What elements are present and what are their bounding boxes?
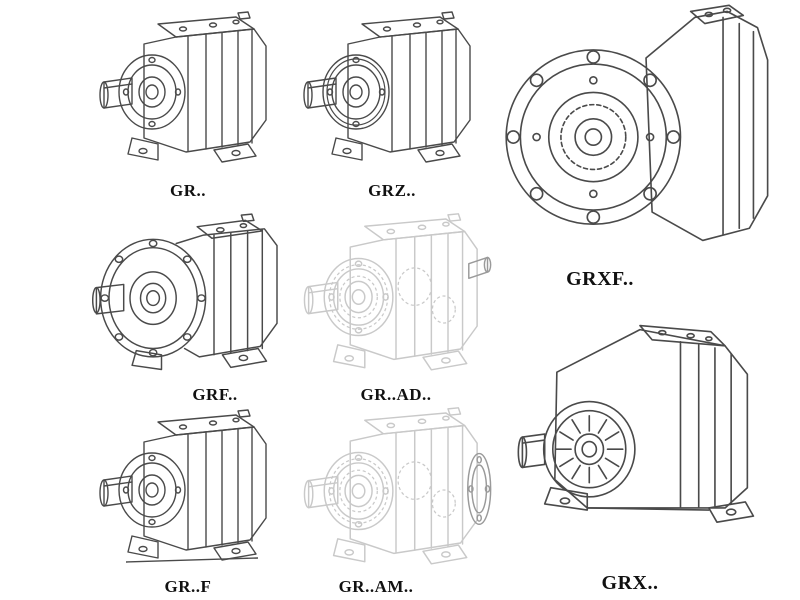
grf-gearbox-svg bbox=[91, 213, 278, 371]
figure-label-grf: GRF.. bbox=[192, 385, 238, 404]
grx-gearbox-svg bbox=[517, 324, 755, 523]
figure-grx: GRX.. bbox=[492, 296, 796, 596]
figure-gr: GR.. bbox=[88, 4, 288, 202]
gr-f-gearbox-svg bbox=[99, 409, 267, 563]
figure-gr-am: GR..AM.. bbox=[292, 406, 500, 598]
grf-gearbox-drawing bbox=[88, 208, 298, 384]
gr-f-gearbox-drawing bbox=[88, 404, 288, 576]
figure-grf: GRF.. bbox=[88, 208, 298, 406]
figure-grxf: GRXF.. bbox=[492, 0, 796, 292]
grxf-gearbox-svg bbox=[505, 4, 769, 242]
figure-label-gr-am: GR..AM.. bbox=[338, 577, 414, 596]
gr-ad-gearbox-drawing bbox=[292, 210, 500, 384]
grz-gearbox-svg bbox=[303, 11, 471, 163]
figure-gr-f: GR..F bbox=[88, 404, 288, 598]
gr-gearbox-drawing bbox=[88, 4, 288, 180]
figure-label-gr-ad: GR..AD.. bbox=[360, 385, 432, 404]
grz-gearbox-drawing bbox=[292, 4, 492, 180]
figure-label-grz: GRZ.. bbox=[368, 181, 416, 200]
gr-gearbox-svg bbox=[99, 11, 267, 163]
grxf-gearbox-drawing bbox=[492, 0, 796, 266]
figure-label-grxf: GRXF.. bbox=[566, 268, 634, 290]
gr-ad-gearbox-svg bbox=[303, 213, 492, 371]
figure-label-gr-f: GR..F bbox=[164, 577, 212, 596]
grx-gearbox-drawing bbox=[492, 296, 796, 570]
figure-gr-ad: GR..AD.. bbox=[292, 210, 500, 406]
figure-label-grx: GRX.. bbox=[601, 572, 659, 594]
figure-label-gr: GR.. bbox=[170, 181, 206, 200]
figure-grz: GRZ.. bbox=[292, 4, 492, 202]
gr-am-gearbox-drawing bbox=[292, 406, 500, 576]
gr-am-gearbox-svg bbox=[303, 407, 492, 565]
